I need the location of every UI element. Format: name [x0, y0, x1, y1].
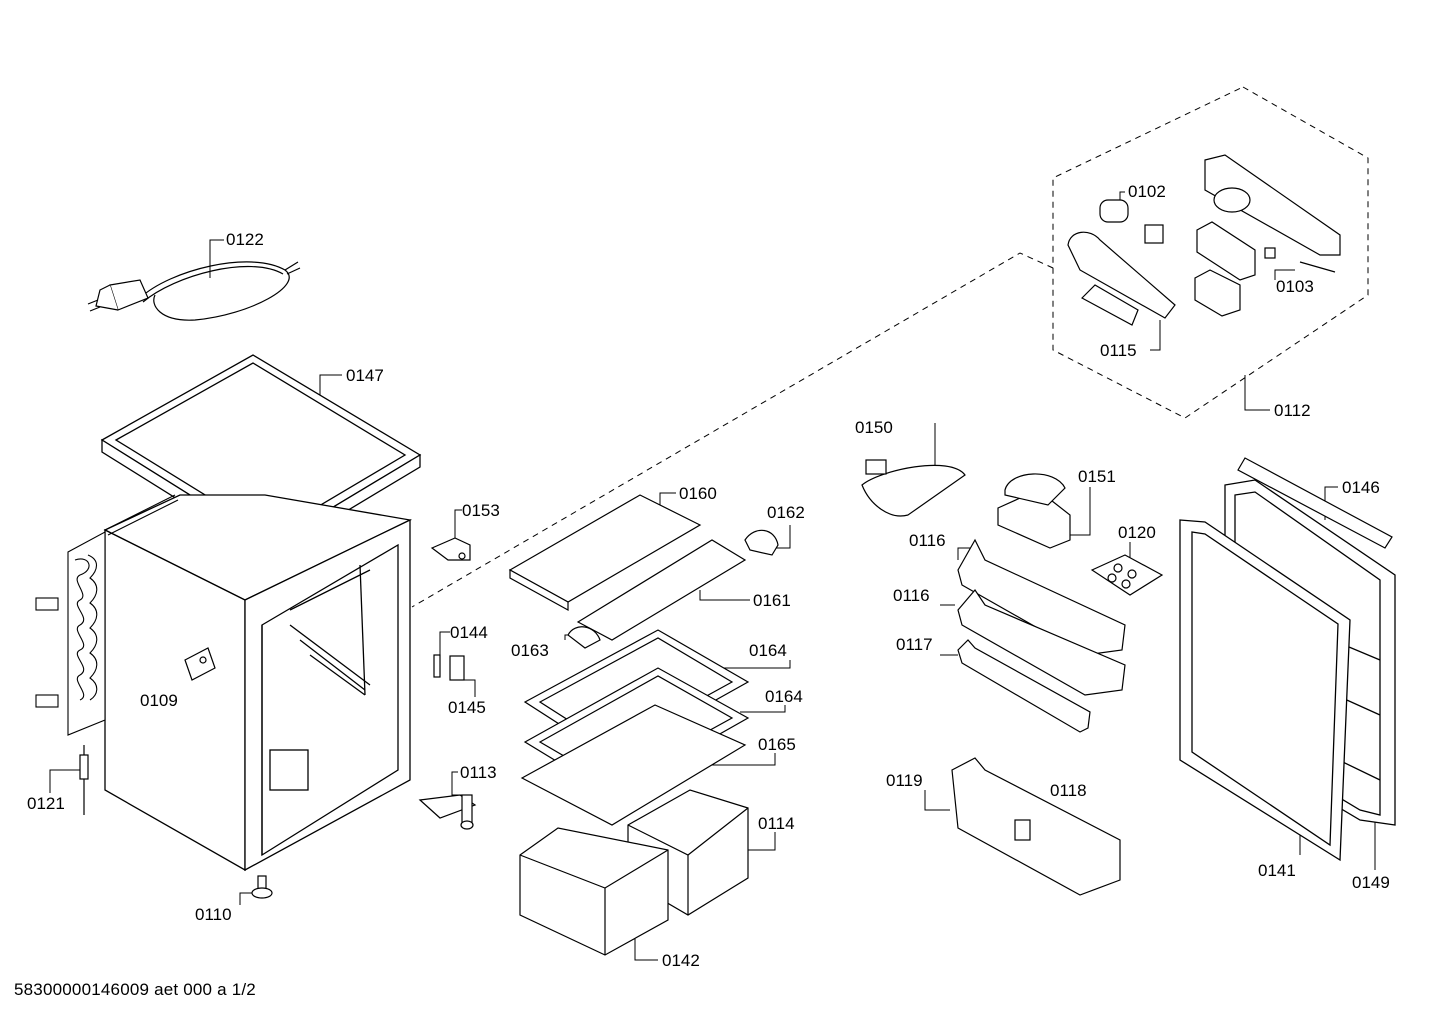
label-0112: 0112	[1274, 401, 1311, 420]
label-0160: 0160	[679, 484, 717, 503]
label-0122: 0122	[226, 230, 264, 249]
shelf-0160	[508, 494, 702, 612]
label-0165: 0165	[758, 735, 796, 754]
butter-box-0151	[997, 473, 1071, 549]
dashed-connectors	[411, 86, 1369, 608]
label-0115: 0115	[1100, 341, 1137, 360]
label-0119: 0119	[886, 771, 923, 790]
label-0144: 0144	[450, 623, 488, 642]
door-shelf-0116a	[957, 538, 1126, 656]
label-0145: 0145	[448, 698, 486, 717]
glass-shelf-0165	[520, 704, 747, 826]
door-shelf-0117	[957, 639, 1091, 733]
cabinet-body	[103, 494, 413, 872]
label-0109: 0109	[140, 691, 178, 710]
label-0141: 0141	[1258, 861, 1296, 880]
label-0102: 0102	[1128, 182, 1166, 201]
door-shelf-0116b	[957, 589, 1126, 696]
cap-0145	[449, 655, 465, 681]
label-0116a: 0116	[909, 531, 946, 550]
document-id: 58300000146009 aet 000 a 1/2	[14, 980, 256, 999]
divider-0118	[1014, 819, 1031, 841]
hinge-0113	[418, 794, 477, 830]
support-0162	[744, 529, 779, 556]
condenser-coil	[35, 494, 179, 736]
egg-tray-0150	[861, 459, 966, 517]
drawer-0142	[519, 827, 669, 956]
label-0150: 0150	[855, 418, 893, 437]
label-0146: 0146	[1342, 478, 1380, 497]
hinge-bracket-0109	[184, 647, 216, 681]
label-0162: 0162	[767, 503, 805, 522]
label-0164a: 0164	[749, 641, 787, 660]
clip-0144	[433, 654, 441, 678]
label-0164b: 0164	[765, 687, 803, 706]
label-0103: 0103	[1276, 277, 1314, 296]
thermostat-group	[1067, 154, 1341, 326]
ice-tray-0120	[1090, 554, 1164, 596]
label-0117: 0117	[896, 635, 933, 654]
label-0113: 0113	[460, 763, 497, 782]
door-gasket-0141	[1179, 519, 1351, 862]
label-0118: 0118	[1050, 781, 1087, 800]
shelf-0161	[576, 539, 747, 641]
power-cord-0122	[87, 261, 301, 321]
label-0161: 0161	[753, 591, 791, 610]
part-labels: 0122 0147 0109 0121 0110 0153 0144 0145 …	[27, 182, 1390, 970]
bracket-0153	[430, 537, 471, 561]
label-0142: 0142	[662, 951, 700, 970]
label-0153: 0153	[462, 501, 500, 520]
leader-lines	[49, 191, 1385, 961]
support-0163	[567, 626, 601, 649]
label-0149: 0149	[1352, 873, 1390, 892]
label-0121: 0121	[27, 794, 65, 813]
foot-0110	[251, 875, 273, 899]
label-0151: 0151	[1078, 467, 1116, 486]
bottle-shelf-0119	[951, 757, 1121, 896]
label-0147: 0147	[346, 366, 384, 385]
label-0116b: 0116	[893, 586, 930, 605]
label-0163: 0163	[511, 641, 549, 660]
label-0120: 0120	[1118, 523, 1156, 542]
handle-strip-0146	[1237, 457, 1393, 549]
sensor-0121	[79, 745, 89, 815]
label-0114: 0114	[758, 814, 795, 833]
label-0110: 0110	[195, 905, 232, 924]
